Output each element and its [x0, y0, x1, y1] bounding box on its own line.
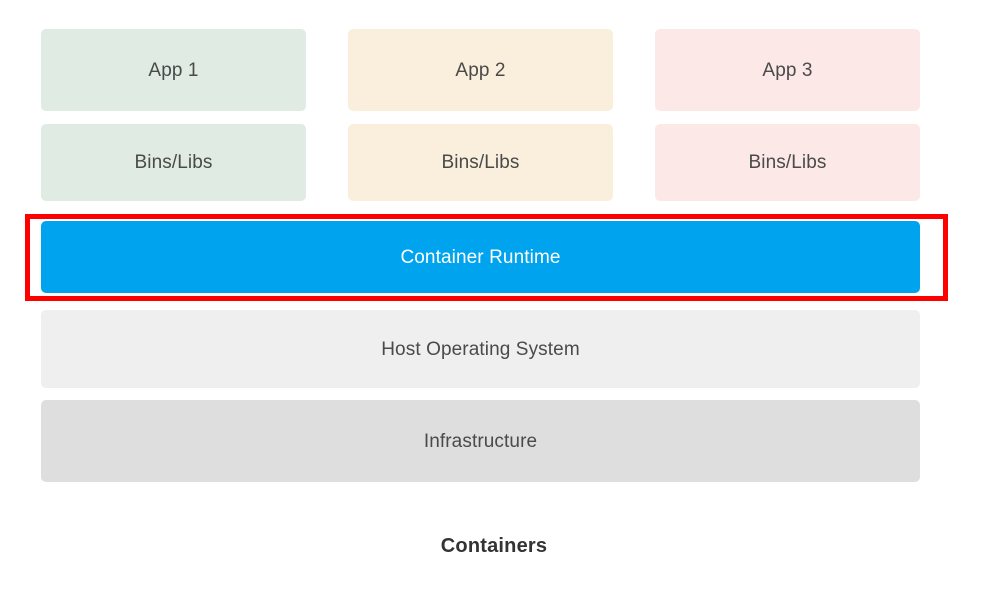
infrastructure-label: Infrastructure [423, 430, 538, 452]
app-box-1-label: App 1 [148, 59, 199, 81]
bins-libs-box-1: Bins/Libs [41, 124, 306, 201]
container-runtime-label: Container Runtime [400, 246, 561, 268]
host-operating-system-layer: Host Operating System [41, 310, 920, 388]
bins-libs-box-3: Bins/Libs [655, 124, 920, 201]
app-box-1: App 1 [41, 29, 306, 111]
bins-libs-box-3-label: Bins/Libs [748, 152, 827, 173]
diagram-caption: Containers [440, 535, 548, 557]
app-box-2-label: App 2 [455, 59, 506, 81]
bins-libs-box-2-label: Bins/Libs [441, 152, 520, 173]
bins-libs-box-2: Bins/Libs [348, 124, 613, 201]
container-runtime-layer: Container Runtime [41, 221, 920, 293]
bins-libs-box-1-label: Bins/Libs [134, 152, 213, 173]
infrastructure-layer: Infrastructure [41, 400, 920, 482]
app-box-3-label: App 3 [762, 59, 813, 81]
app-box-2: App 2 [348, 29, 613, 111]
app-box-3: App 3 [655, 29, 920, 111]
host-operating-system-label: Host Operating System [381, 338, 580, 360]
